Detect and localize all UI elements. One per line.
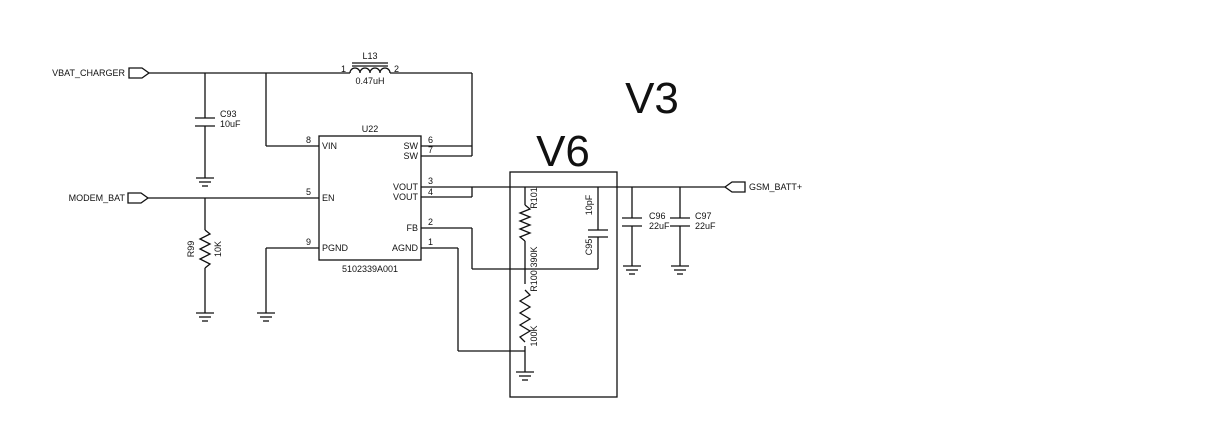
capacitor-c96: C96 22uF (622, 211, 670, 231)
ground-pgnd (257, 312, 275, 322)
resistor-r100: R100 100K (518, 270, 539, 347)
inductor-pin1: 1 (341, 64, 346, 74)
pin-num-en: 5 (306, 187, 311, 197)
annotation-v6-box: V6 (509, 127, 618, 398)
ground-r100 (516, 371, 534, 381)
inductor-value: 0.47uH (355, 76, 384, 86)
resistor-r101: R101 390K (518, 187, 539, 268)
net-label-gsm-batt: GSM_BATT+ (749, 182, 802, 192)
ic-u22: U22 5102339A001 VIN 8 EN 5 PGND 9 SW 6 S… (306, 124, 433, 274)
annotation-v6-label: V6 (536, 127, 590, 176)
c95-ref: C95 (584, 239, 594, 256)
pin-name-pgnd: PGND (322, 243, 349, 253)
pin-num-sw-7: 7 (428, 145, 433, 155)
ic-ref: U22 (362, 124, 379, 134)
pin-num-vout-4: 4 (428, 187, 433, 197)
port-modem-bat: MODEM_BAT (69, 192, 150, 204)
net-label-vbat-charger: VBAT_CHARGER (52, 68, 125, 78)
pin-name-sw-6: SW (404, 141, 419, 151)
capacitor-c95: 10pF C95 (584, 194, 608, 255)
wires (148, 72, 725, 372)
pin-num-fb: 2 (428, 217, 433, 227)
r101-ref: R101 (529, 187, 539, 209)
ground-c97 (671, 265, 689, 275)
pin-name-vin: VIN (322, 141, 337, 151)
resistor-r99: R99 10K (186, 229, 223, 269)
port-gsm-batt: GSM_BATT+ (723, 181, 802, 193)
inductor-ref: L13 (362, 51, 377, 61)
pin-name-vout-3: VOUT (393, 182, 419, 192)
c97-ref: C97 (695, 211, 712, 221)
pin-num-agnd: 1 (428, 237, 433, 247)
ic-part-number: 5102339A001 (342, 264, 398, 274)
pin-name-vout-4: VOUT (393, 192, 419, 202)
c93-value: 10uF (220, 119, 241, 129)
pin-num-vin: 8 (306, 135, 311, 145)
r101-value: 390K (529, 246, 539, 267)
ground-c96 (623, 265, 641, 275)
pin-name-agnd: AGND (392, 243, 419, 253)
r99-ref: R99 (186, 241, 196, 258)
ground-r99 (196, 312, 214, 322)
pin-num-vout-3: 3 (428, 176, 433, 186)
pin-name-sw-7: SW (404, 151, 419, 161)
pin-name-en: EN (322, 193, 335, 203)
pin-num-pgnd: 9 (306, 237, 311, 247)
annotation-v3-label: V3 (625, 74, 679, 123)
port-vbat-charger: VBAT_CHARGER (52, 67, 151, 79)
r100-value: 100K (529, 325, 539, 346)
pin-name-fb: FB (406, 223, 418, 233)
ground-c93 (196, 177, 214, 187)
inductor-l13: L13 0.47uH 1 2 (341, 51, 399, 86)
c93-ref: C93 (220, 109, 237, 119)
pin-num-sw-6: 6 (428, 135, 433, 145)
r99-value: 10K (213, 241, 223, 257)
r100-ref: R100 (529, 270, 539, 292)
net-label-modem-bat: MODEM_BAT (69, 193, 126, 203)
inductor-pin2: 2 (394, 64, 399, 74)
c95-value: 10pF (584, 194, 594, 215)
capacitor-c97: C97 22uF (670, 211, 716, 231)
c96-ref: C96 (649, 211, 666, 221)
c96-value: 22uF (649, 221, 670, 231)
capacitor-c93: C93 10uF (195, 109, 241, 129)
c97-value: 22uF (695, 221, 716, 231)
